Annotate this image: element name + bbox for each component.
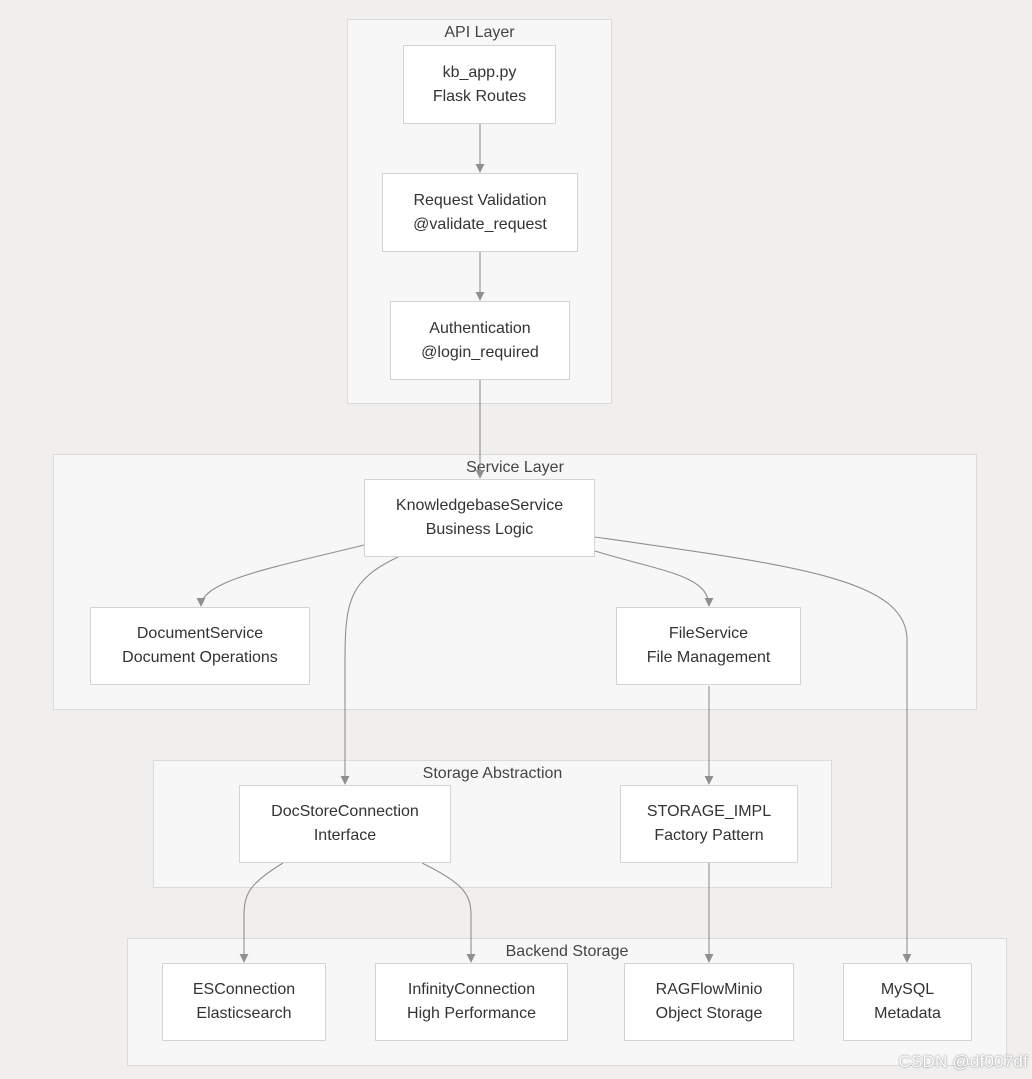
node-infinity-connection-line1: InfinityConnection <box>407 981 536 998</box>
node-es-connection-line1: ESConnection <box>192 981 296 998</box>
edge-docstore-to-infinity <box>421 862 476 963</box>
node-document-service-line1: DocumentService <box>136 625 264 642</box>
node-storage-impl-line1: STORAGE_IMPL <box>646 803 772 820</box>
node-file-service-line1: FileService <box>668 625 749 642</box>
node-storage-impl[interactable]: STORAGE_IMPL Factory Pattern <box>620 785 798 863</box>
node-infinity-connection-line2: High Performance <box>407 1005 536 1022</box>
edge-kbservice-to-mysql <box>594 536 912 963</box>
node-es-connection[interactable]: ESConnection Elasticsearch <box>162 963 326 1041</box>
node-infinity-connection[interactable]: InfinityConnection High Performance <box>375 963 568 1041</box>
node-storage-impl-line2: Factory Pattern <box>654 827 764 844</box>
node-docstore-connection-line1: DocStoreConnection <box>271 803 419 820</box>
node-es-connection-line2: Elasticsearch <box>196 1005 292 1022</box>
node-kb-app[interactable]: kb_app.py Flask Routes <box>403 45 556 124</box>
node-knowledgebase-service[interactable]: KnowledgebaseService Business Logic <box>364 479 595 557</box>
node-kb-app-line1: kb_app.py <box>442 63 517 81</box>
node-mysql[interactable]: MySQL Metadata <box>843 963 972 1041</box>
node-file-service[interactable]: FileService File Management <box>616 607 801 685</box>
node-request-validation-line2: @validate_request <box>413 215 547 233</box>
node-ragflow-minio[interactable]: RAGFlowMinio Object Storage <box>624 963 794 1041</box>
node-docstore-connection-line2: Interface <box>313 827 377 844</box>
node-request-validation[interactable]: Request Validation @validate_request <box>382 173 578 252</box>
node-file-service-line2: File Management <box>646 649 771 666</box>
node-authentication-line1: Authentication <box>429 319 531 337</box>
edge-kbservice-to-docservice <box>196 544 365 607</box>
node-ragflow-minio-line1: RAGFlowMinio <box>655 981 763 998</box>
group-storage-abstraction-label: Storage Abstraction <box>422 765 563 782</box>
node-document-service-line2: Document Operations <box>122 649 278 666</box>
watermark-text: CSDN @df007df <box>898 1052 1028 1071</box>
group-service-layer-label: Service Layer <box>466 459 564 476</box>
node-docstore-connection[interactable]: DocStoreConnection Interface <box>239 785 451 863</box>
group-api-layer-label: API Layer <box>444 24 515 41</box>
node-request-validation-line1: Request Validation <box>413 191 547 209</box>
node-authentication-line2: @login_required <box>421 343 539 361</box>
node-mysql-line1: MySQL <box>880 981 935 998</box>
node-mysql-line2: Metadata <box>874 1005 941 1022</box>
group-backend-storage-label: Backend Storage <box>505 943 629 960</box>
edge-docstore-to-es <box>239 862 284 963</box>
node-authentication[interactable]: Authentication @login_required <box>390 301 570 380</box>
node-ragflow-minio-line2: Object Storage <box>655 1005 763 1022</box>
node-kb-app-line2: Flask Routes <box>432 87 527 105</box>
node-document-service[interactable]: DocumentService Document Operations <box>90 607 310 685</box>
node-knowledgebase-service-line2: Business Logic <box>425 521 534 538</box>
edge-kbservice-to-docstore <box>340 556 399 785</box>
edge-kbservice-to-fileservice <box>594 550 714 607</box>
node-knowledgebase-service-line1: KnowledgebaseService <box>395 497 564 514</box>
